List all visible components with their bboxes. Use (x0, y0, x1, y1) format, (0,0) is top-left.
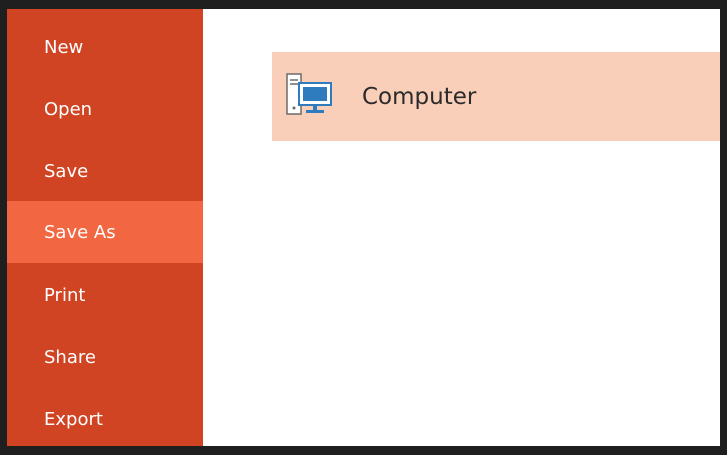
nav-item-share[interactable]: Share (7, 326, 203, 388)
nav-item-open[interactable]: Open (7, 78, 203, 140)
computer-icon (286, 73, 332, 115)
nav-item-label: Share (44, 346, 96, 368)
location-computer[interactable]: Computer (272, 52, 720, 141)
nav-item-export[interactable]: Export (7, 388, 203, 446)
backstage-sidebar: New Open Save Save As Print Share Export (7, 9, 203, 446)
nav-item-new[interactable]: New (7, 16, 203, 78)
nav-item-label: Save (44, 160, 89, 182)
nav-item-label: Export (44, 408, 103, 430)
nav-item-label: New (44, 36, 84, 58)
nav-item-label: Open (44, 98, 93, 120)
backstage-window: New Open Save Save As Print Share Export (7, 9, 720, 446)
nav-item-save[interactable]: Save (7, 140, 203, 202)
save-as-content: Computer (203, 9, 720, 446)
nav-item-save-as[interactable]: Save As (7, 201, 203, 263)
nav-item-print[interactable]: Print (7, 264, 203, 326)
nav-item-label: Save As (44, 221, 116, 243)
nav-item-label: Print (44, 284, 86, 306)
location-label: Computer (362, 83, 477, 110)
